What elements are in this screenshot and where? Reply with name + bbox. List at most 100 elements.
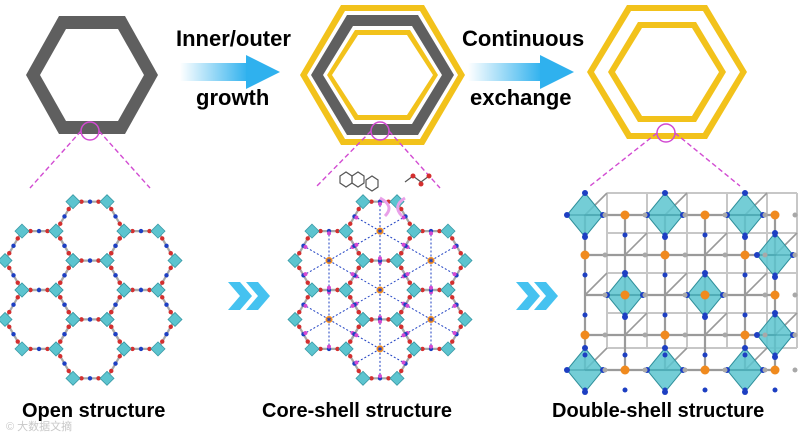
atom bbox=[357, 266, 361, 270]
atom bbox=[564, 367, 570, 373]
atom bbox=[643, 213, 648, 218]
atom bbox=[62, 273, 66, 277]
metal-node bbox=[771, 211, 780, 220]
inner-link bbox=[329, 319, 353, 333]
atom bbox=[623, 388, 628, 393]
atom bbox=[109, 251, 113, 255]
core-shell-framework-structure bbox=[288, 195, 472, 386]
atom bbox=[16, 280, 20, 284]
atom bbox=[773, 233, 778, 238]
atom bbox=[623, 313, 628, 318]
atom bbox=[754, 252, 760, 258]
atom bbox=[139, 288, 143, 292]
atom bbox=[348, 280, 352, 284]
metal-polyhedron bbox=[339, 283, 353, 297]
metal-node bbox=[771, 291, 780, 300]
atom bbox=[37, 347, 41, 351]
inner-link bbox=[356, 276, 380, 290]
metal-polyhedron bbox=[151, 342, 165, 356]
metal-polyhedron bbox=[100, 312, 114, 326]
atom bbox=[793, 368, 798, 373]
metal-polyhedron bbox=[441, 224, 455, 238]
atom bbox=[164, 332, 168, 336]
atom bbox=[348, 354, 352, 358]
metal-polyhedron bbox=[288, 312, 302, 326]
metal-polyhedron bbox=[441, 342, 455, 356]
atom bbox=[583, 233, 588, 238]
atom bbox=[160, 280, 164, 284]
inner-link bbox=[356, 231, 380, 245]
atom bbox=[459, 251, 463, 255]
atom bbox=[348, 339, 352, 343]
atom bbox=[303, 272, 307, 276]
atom bbox=[160, 339, 164, 343]
atom bbox=[773, 388, 778, 393]
atom bbox=[662, 345, 668, 351]
atom bbox=[662, 190, 668, 196]
atom bbox=[16, 236, 20, 240]
atom bbox=[378, 256, 382, 260]
atom bbox=[450, 295, 454, 299]
inner-link bbox=[356, 335, 380, 349]
atom bbox=[763, 368, 768, 373]
chevron-1-icon bbox=[228, 282, 270, 310]
atom bbox=[357, 310, 361, 314]
lattice-bond bbox=[705, 313, 727, 335]
atom bbox=[306, 295, 310, 299]
atom bbox=[663, 313, 668, 318]
metal-polyhedron bbox=[356, 371, 370, 385]
inner-link bbox=[380, 349, 404, 363]
metal-node bbox=[661, 251, 670, 260]
atom bbox=[603, 333, 608, 338]
atom bbox=[450, 236, 454, 240]
atom bbox=[703, 233, 708, 238]
atom bbox=[408, 339, 412, 343]
atom bbox=[348, 222, 352, 226]
atom bbox=[754, 332, 760, 338]
atom bbox=[683, 333, 688, 338]
atom bbox=[88, 199, 92, 203]
atom bbox=[88, 258, 92, 262]
atom bbox=[683, 368, 688, 373]
metal-polyhedron bbox=[100, 195, 114, 209]
atom bbox=[683, 293, 688, 298]
atom bbox=[357, 369, 361, 373]
metal-polyhedron bbox=[407, 224, 421, 238]
inner-link bbox=[407, 247, 431, 261]
inner-link bbox=[380, 290, 404, 304]
metal-polyhedron bbox=[66, 195, 80, 209]
atom bbox=[88, 317, 92, 321]
atom bbox=[160, 236, 164, 240]
inner-link bbox=[380, 276, 404, 290]
atom bbox=[623, 353, 628, 358]
atom bbox=[723, 368, 728, 373]
atom bbox=[11, 303, 15, 307]
atom bbox=[139, 347, 143, 351]
atom bbox=[306, 339, 310, 343]
atom bbox=[743, 353, 748, 358]
arrow-growth bbox=[180, 55, 280, 89]
atom bbox=[663, 273, 668, 278]
atom bbox=[623, 273, 628, 278]
atom bbox=[351, 304, 355, 308]
atom bbox=[297, 310, 301, 314]
atom bbox=[118, 280, 122, 284]
atom bbox=[723, 333, 728, 338]
atom bbox=[11, 332, 15, 336]
metal-polyhedron bbox=[458, 254, 472, 268]
atom bbox=[763, 213, 768, 218]
atom bbox=[453, 272, 457, 276]
atom bbox=[354, 360, 358, 364]
atom bbox=[703, 273, 708, 278]
atom bbox=[399, 325, 403, 329]
atom bbox=[16, 295, 20, 299]
atom bbox=[408, 354, 412, 358]
metal-polyhedron bbox=[168, 254, 182, 268]
atom bbox=[459, 266, 463, 270]
atom bbox=[164, 244, 168, 248]
metal-polyhedron bbox=[15, 224, 29, 238]
atom bbox=[67, 369, 71, 373]
atom bbox=[109, 266, 113, 270]
atom bbox=[169, 325, 173, 329]
atom bbox=[297, 325, 301, 329]
